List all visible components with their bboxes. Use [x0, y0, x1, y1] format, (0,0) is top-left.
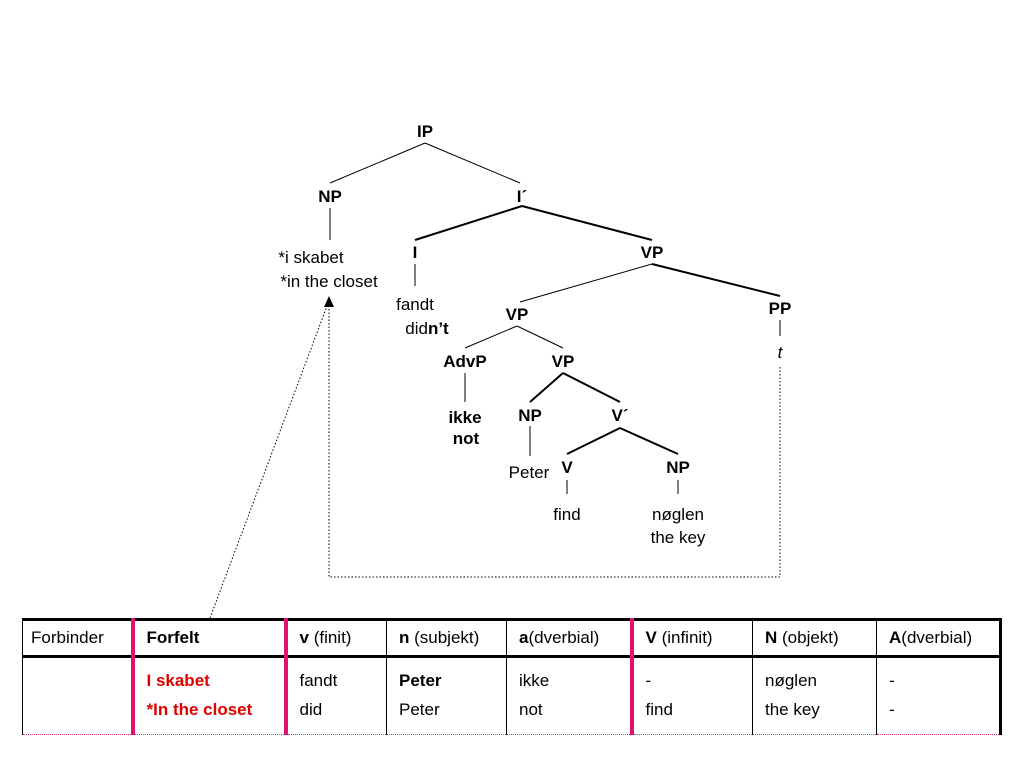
node-ibar: I´: [517, 187, 527, 206]
node-vp-mid: VP: [506, 305, 529, 324]
node-advp: AdvP: [443, 352, 486, 371]
verb-word: find: [553, 505, 580, 524]
movement-arrowhead: [324, 296, 334, 307]
table-link-line: [209, 305, 328, 619]
branch-vbar-v: [566, 427, 621, 455]
table-header-row: Forbinder Forfelt v (finit) n (subjekt) …: [22, 619, 1001, 658]
np-filler-line1: *i skabet: [278, 248, 343, 267]
branch-vp-pp: [651, 263, 781, 297]
node-vp-top: VP: [641, 243, 664, 262]
np-filler-line2: *in the closet: [280, 272, 378, 291]
branch-vplow-np: [529, 372, 564, 403]
node-vbar: V´: [612, 406, 629, 425]
header-v-infinit: V (infinit): [629, 619, 753, 658]
adverb-line1: ikke: [448, 408, 481, 427]
cell-a-dverbial-2: --: [876, 656, 1001, 735]
tree-branches: [329, 142, 781, 494]
movement-path: [209, 304, 781, 619]
node-pp: PP: [769, 299, 792, 318]
node-i: I: [413, 243, 418, 262]
node-np-subj: NP: [518, 406, 542, 425]
branch-vbar-np: [619, 427, 679, 455]
header-n-subjekt: n (subjekt): [386, 619, 507, 658]
i-verb-line1: fandt: [396, 295, 434, 314]
object-line1: nøglen: [652, 505, 704, 524]
field-schema-table: Forbinder Forfelt v (finit) n (subjekt) …: [22, 618, 1002, 735]
branch-ip-ibar: [424, 142, 521, 184]
header-forbinder: Forbinder: [22, 619, 133, 658]
header-a-dverbial: a(dverbial): [506, 619, 632, 658]
branch-ip-np: [329, 142, 426, 184]
branch-ibar-i: [414, 205, 523, 241]
node-ip: IP: [417, 122, 433, 141]
branch-vp-vplow: [516, 325, 564, 349]
header-a-dverbial-2: A(dverbial): [876, 619, 1001, 658]
header-forfelt: Forfelt: [130, 619, 286, 658]
branch-vp-advp: [464, 325, 518, 349]
node-v: V: [561, 458, 573, 477]
trace-link-line: [328, 304, 781, 578]
branch-vplow-vbar: [562, 372, 621, 403]
node-vp-low: VP: [552, 352, 575, 371]
i-verb-line2: didn’t: [405, 319, 449, 338]
node-np-obj: NP: [666, 458, 690, 477]
header-v-finit: v (finit): [283, 619, 387, 658]
adverb-line2: not: [453, 429, 480, 448]
header-n-objekt: N (objekt): [752, 619, 877, 658]
branch-vp-vp: [519, 263, 653, 303]
node-np-top: NP: [318, 187, 342, 206]
object-line2: the key: [651, 528, 706, 547]
cell-forfelt: I skabet*In the closet: [130, 656, 286, 735]
subject-word: Peter: [509, 463, 550, 482]
cell-forbinder: [22, 656, 133, 735]
branch-ibar-vp: [521, 205, 653, 241]
cell-v-infinit: -find: [629, 656, 753, 735]
trace-t: t: [778, 343, 784, 362]
